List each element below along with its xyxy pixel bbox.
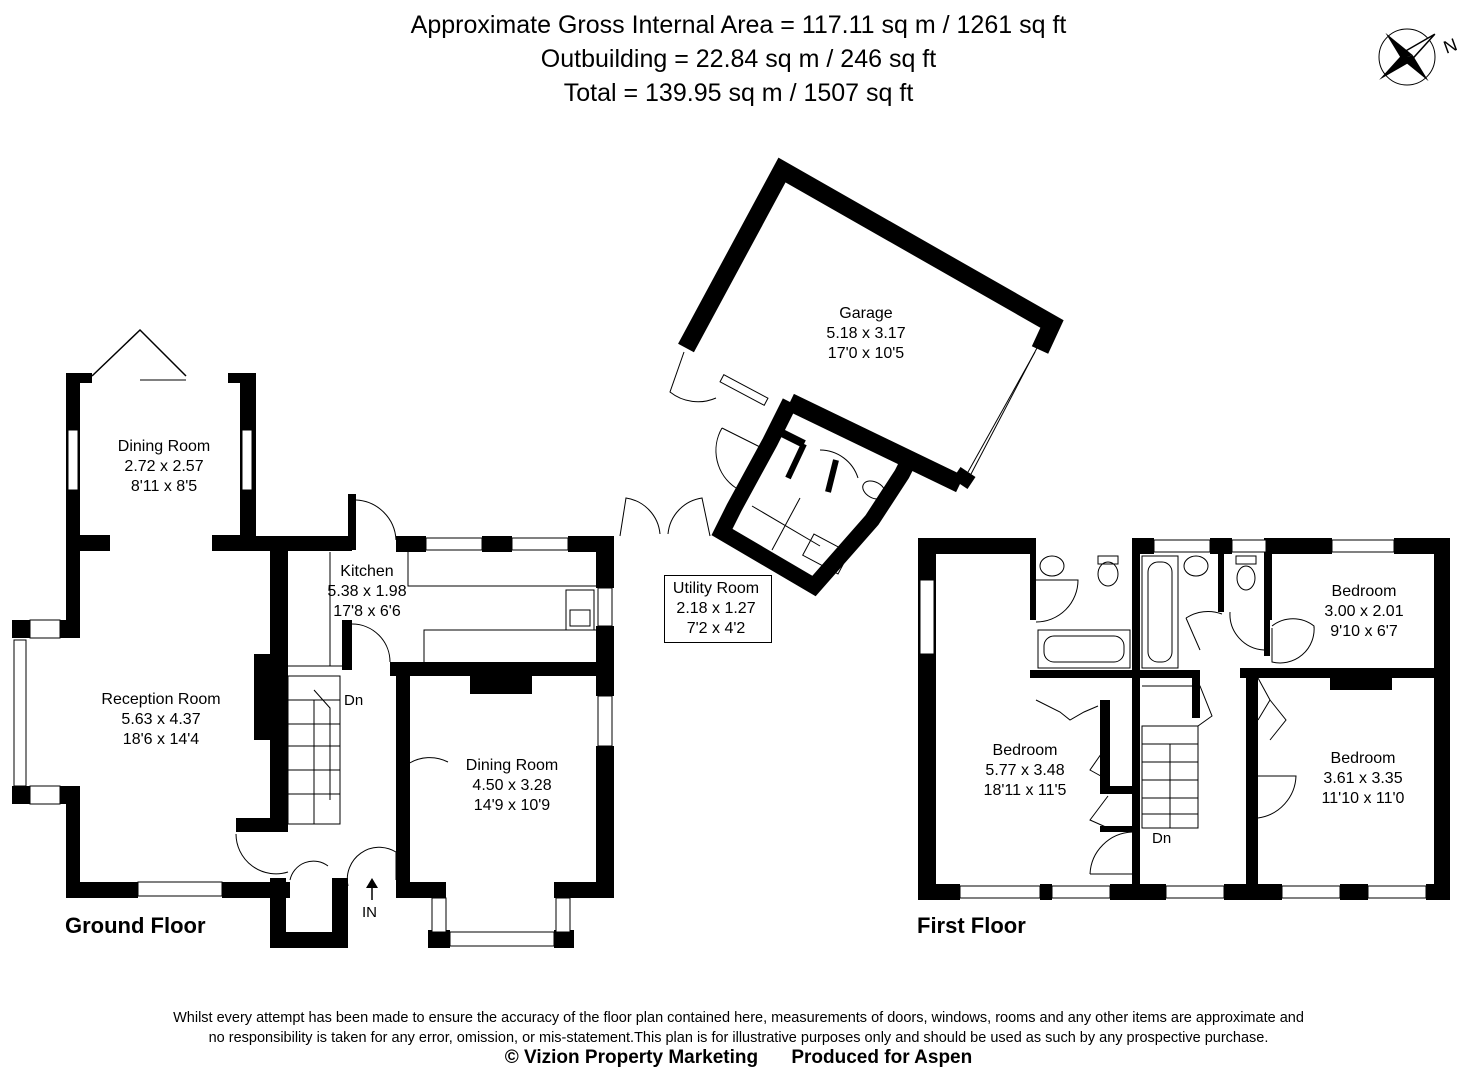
room-dining-large: Dining Room 4.50 x 3.28 14'9 x 10'9 xyxy=(465,757,559,814)
stairs-down-label-ground: Dn xyxy=(344,692,364,709)
room-utility: Utility Room 2.18 x 1.27 7'2 x 4'2 xyxy=(672,580,760,637)
french-door-icon xyxy=(619,497,661,537)
utility-sink-icon xyxy=(802,533,850,575)
bathroom-fixtures xyxy=(1035,555,1315,669)
total-area-text: Total = 139.95 sq m / 1507 sq ft xyxy=(563,79,914,107)
company-credit: © Vizion Property Marketing xyxy=(504,1047,759,1068)
credits: © Vizion Property Marketing Produced for… xyxy=(0,1047,1477,1069)
room-bedroom-small: Bedroom 3.00 x 2.01 9'10 x 6'7 xyxy=(1324,583,1404,640)
first-floor-windows xyxy=(919,539,1427,899)
utility-door-icon xyxy=(715,427,737,489)
entrance-label: IN xyxy=(362,904,377,921)
ground-floor-walls xyxy=(12,373,614,948)
stairs-down-label-first: Dn xyxy=(1152,830,1172,847)
bifold-door-icon xyxy=(91,328,187,377)
kitchen-door-icon xyxy=(355,499,397,541)
outbuilding-area-text: Outbuilding = 22.84 sq m / 246 sq ft xyxy=(540,45,937,73)
room-reception: Reception Room 5.63 x 4.37 18'6 x 14'4 xyxy=(101,691,221,748)
utility-label-box xyxy=(664,575,772,643)
garage-door-line xyxy=(967,351,1036,473)
first-floor-label: First Floor xyxy=(917,913,1026,938)
gross-area-text: Approximate Gross Internal Area = 117.11… xyxy=(410,11,1067,39)
front-door-icon xyxy=(346,846,397,887)
entrance-arrow-icon xyxy=(366,878,378,900)
toilet-icon xyxy=(862,480,886,500)
first-floor-stairs xyxy=(1141,685,1213,829)
disclaimer-line-2: no responsibility is taken for any error… xyxy=(208,1030,1269,1046)
disclaimer-line-1: Whilst every attempt has been made to en… xyxy=(173,1010,1304,1026)
compass-icon xyxy=(1378,28,1436,86)
garage-side-door-icon xyxy=(669,351,717,403)
produced-for-credit: Produced for Aspen xyxy=(791,1047,973,1068)
room-garage: Garage 5.18 x 3.17 17'0 x 10'5 xyxy=(826,305,906,362)
ground-floor-label: Ground Floor xyxy=(65,913,206,938)
room-kitchen: Kitchen 5.38 x 1.98 17'8 x 6'6 xyxy=(327,563,407,620)
kitchen-worktop xyxy=(288,552,596,667)
room-dining-small: Dining Room 2.72 x 2.57 8'11 x 8'5 xyxy=(117,438,211,495)
area-summary: Approximate Gross Internal Area = 117.11… xyxy=(0,8,1477,110)
ground-floor-windows xyxy=(13,429,613,947)
garage-walls xyxy=(678,157,1064,597)
room-bedroom-left: Bedroom 5.77 x 3.48 18'11 x 11'5 xyxy=(983,742,1067,799)
ground-stairs xyxy=(287,675,341,825)
room-bedroom-right: Bedroom 3.61 x 3.35 11'10 x 11'0 xyxy=(1321,750,1405,807)
